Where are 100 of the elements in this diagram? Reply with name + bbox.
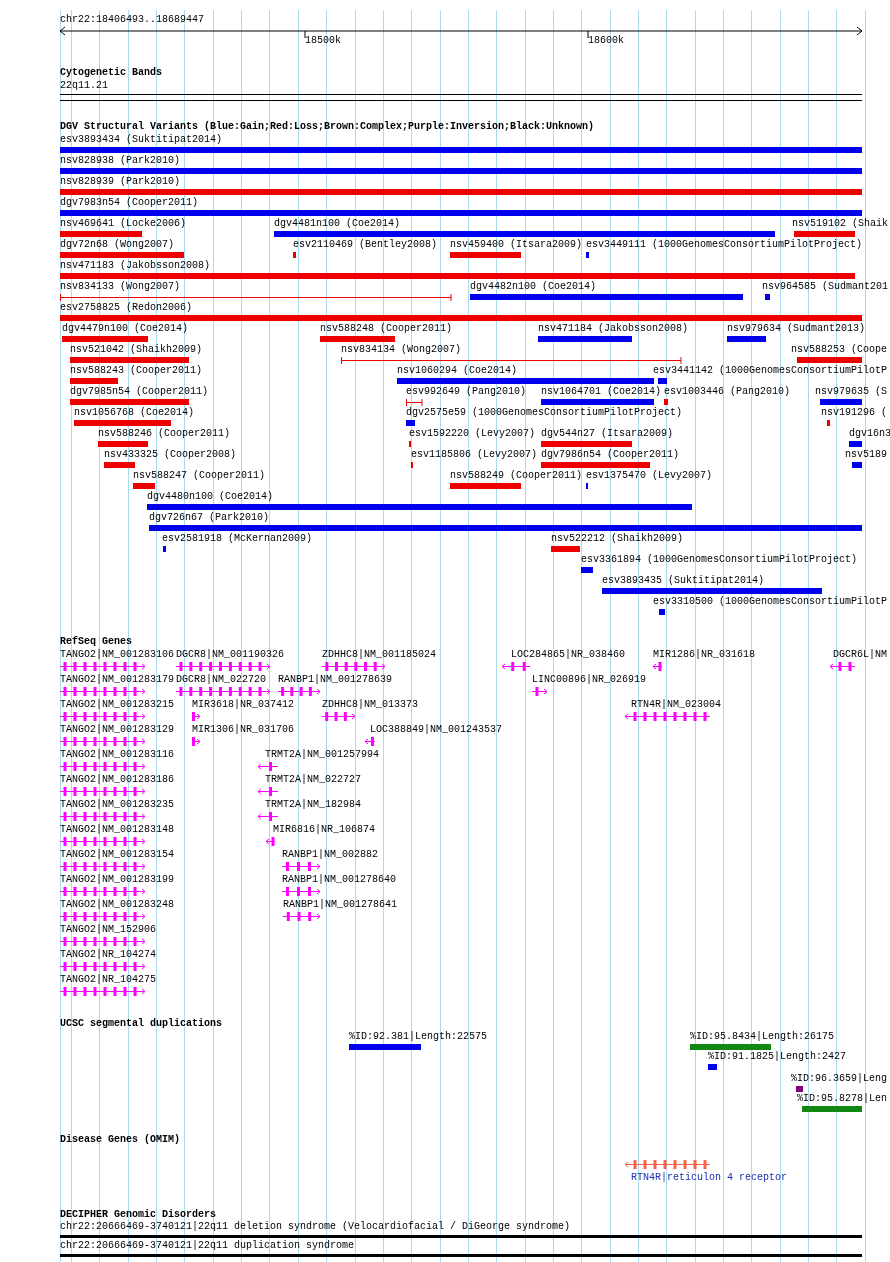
feature-label: dgv544n27 (Itsara2009)	[541, 428, 674, 440]
scale-tick-label: 18500k	[305, 35, 341, 47]
gene-label: TANGO2|NM_001283235	[60, 799, 175, 811]
feature-label: dgv7986n54 (Cooper2011)	[541, 449, 680, 461]
feature-label: nsv588243 (Cooper2011)	[70, 365, 203, 377]
gene-label: MIR6816|NR_106874	[273, 824, 376, 836]
feature-label: nsv828938 (Park2010)	[60, 155, 181, 167]
gene-label: TANGO2|NM_001283199	[60, 874, 175, 886]
feature-label: esv1592220 (Levy2007)	[409, 428, 536, 440]
feature-label: nsv1064701 (Coe2014)	[541, 386, 662, 398]
gene-label: TANGO2|NM_152906	[60, 924, 156, 936]
gene-label: LOC388849|NM_001243537	[370, 724, 503, 736]
gene-label: ZDHHC8|NM_013373	[322, 699, 418, 711]
feature-label: nsv979634 (Sudmant2013)	[727, 323, 866, 335]
feature-label: nsv5189	[845, 449, 887, 461]
feature-label: dgv726n67 (Park2010)	[149, 512, 270, 524]
gene-label: MIR1286|NR_031618	[653, 649, 756, 661]
feature-label: nsv588246 (Cooper2011)	[98, 428, 231, 440]
feature-label: nsv469641 (Locke2006)	[60, 218, 187, 230]
gene-label: DGCR6L|NM	[833, 649, 887, 661]
gene-label: LOC284865|NR_038460	[511, 649, 626, 661]
feature-label: dgv4479n100 (Coe2014)	[62, 323, 189, 335]
gene-label: TANGO2|NM_001283186	[60, 774, 175, 786]
feature-label: esv3893435 (Suktitipat2014)	[602, 575, 765, 587]
feature-label: nsv471183 (Jakobsson2008)	[60, 260, 211, 272]
gene-label: RANBP1|NM_001278639	[278, 674, 393, 686]
feature-label: %ID:96.3659|Leng	[791, 1073, 887, 1085]
gene-label: RTN4R|NM_023004	[631, 699, 721, 711]
feature-label: nsv433325 (Cooper2008)	[104, 449, 237, 461]
feature-label: esv2758825 (Redon2006)	[60, 302, 193, 314]
disorder-label: chr22:20666469-3740121|22q11 duplication syndrome	[60, 1240, 355, 1252]
feature-label: nsv521042 (Shaikh2009)	[70, 344, 203, 356]
feature-label: %ID:95.8278|Len	[797, 1093, 887, 1105]
feature-label: dgv7983n54 (Cooper2011)	[60, 197, 199, 209]
feature-label: esv2581918 (McKernan2009)	[162, 533, 313, 545]
feature-label: esv2110469 (Bentley2008)	[293, 239, 438, 251]
track-heading: Disease Genes (OMIM)	[60, 1134, 181, 1146]
feature-label: nsv1056768 (Coe2014)	[74, 407, 195, 419]
gene-label: TANGO2|NM_001283116	[60, 749, 175, 761]
feature-label: %ID:91.1825|Length:2427	[708, 1051, 847, 1063]
feature-label: nsv979635 (S	[815, 386, 887, 398]
gene-label: RTN4R|reticulon 4 receptor	[631, 1172, 788, 1184]
feature-label: %ID:95.8434|Length:26175	[690, 1031, 835, 1043]
gene-label: TANGO2|NM_001283129	[60, 724, 175, 736]
band-label: 22q11.21	[60, 80, 108, 92]
gene-label: TRMT2A|NM_001257994	[265, 749, 380, 761]
feature-label: %ID:92.381|Length:22575	[349, 1031, 488, 1043]
feature-label: nsv588247 (Cooper2011)	[133, 470, 266, 482]
feature-label: dgv4480n100 (Coe2014)	[147, 491, 274, 503]
feature-label: dgv4482n100 (Coe2014)	[470, 281, 597, 293]
scale-tick-label: 18600k	[588, 35, 624, 47]
feature-label: nsv588249 (Cooper2011)	[450, 470, 583, 482]
gene-label: TANGO2|NM_001283154	[60, 849, 175, 861]
feature-label: esv3893434 (Suktitipat2014)	[60, 134, 223, 146]
feature-label: nsv834134 (Wong2007)	[341, 344, 462, 356]
gene-label: TANGO2|NM_001283179	[60, 674, 175, 686]
feature-label: esv3310500 (1000GenomesConsortiumPilotP	[653, 596, 888, 608]
gene-label: RANBP1|NM_001278641	[283, 899, 398, 911]
feature-label: nsv459400 (Itsara2009)	[450, 239, 583, 251]
gene-label: ZDHHC8|NM_001185024	[322, 649, 437, 661]
gene-label: TANGO2|NR_104274	[60, 949, 156, 961]
gene-label: RANBP1|NM_002882	[282, 849, 378, 861]
feature-label: nsv522212 (Shaikh2009)	[551, 533, 684, 545]
gene-label: TANGO2|NM_001283106	[60, 649, 175, 661]
feature-label: nsv588253 (Coope	[791, 344, 887, 356]
feature-label: dgv2575e59 (1000GenomesConsortiumPilotProject)	[406, 407, 683, 419]
feature-label: nsv1060294 (Coe2014)	[397, 365, 518, 377]
feature-label: esv1003446 (Pang2010)	[664, 386, 791, 398]
gene-label: TRMT2A|NM_182984	[265, 799, 361, 811]
track-heading: DGV Structural Variants (Blue:Gain;Red:Loss;Brown:Complex;Purple:Inversion;Black:Unknown)	[60, 121, 595, 133]
track-heading: Cytogenetic Bands	[60, 67, 163, 79]
feature-label: nsv588248 (Cooper2011)	[320, 323, 453, 335]
feature-label: dgv4481n100 (Coe2014)	[274, 218, 401, 230]
feature-label: esv3441142 (1000GenomesConsortiumPilotP	[653, 365, 888, 377]
feature-label: nsv519102 (Shaik	[792, 218, 888, 230]
feature-label: nsv191296 (	[821, 407, 887, 419]
gene-label: TANGO2|NR_104275	[60, 974, 156, 986]
track-heading: UCSC segmental duplications	[60, 1018, 223, 1030]
feature-label: esv3449111 (1000GenomesConsortiumPilotProject)	[586, 239, 863, 251]
gene-label: TANGO2|NM_001283215	[60, 699, 175, 711]
feature-label: nsv964585 (Sudmant201	[762, 281, 889, 293]
feature-label: dgv72n68 (Wong2007)	[60, 239, 175, 251]
gene-label: DGCR8|NM_001190326	[176, 649, 285, 661]
gene-label: RANBP1|NM_001278640	[282, 874, 397, 886]
gene-label: TANGO2|NM_001283248	[60, 899, 175, 911]
gene-label: MIR1306|NR_031706	[192, 724, 295, 736]
track-heading: RefSeq Genes	[60, 636, 132, 648]
gene-label: DGCR8|NM_022720	[176, 674, 266, 686]
feature-label: nsv471184 (Jakobsson2008)	[538, 323, 689, 335]
feature-label: esv1375470 (Levy2007)	[586, 470, 713, 482]
disorder-label: chr22:20666469-3740121|22q11 deletion syndrome (Velocardiofacial / DiGeorge syndrome)	[60, 1221, 571, 1233]
feature-label: esv3361894 (1000GenomesConsortiumPilotProject)	[581, 554, 858, 566]
feature-label: dgv7985n54 (Cooper2011)	[70, 386, 209, 398]
region-label: chr22:18406493..18689447	[60, 14, 205, 26]
feature-label: nsv828939 (Park2010)	[60, 176, 181, 188]
feature-label: esv1185806 (Levy2007)	[411, 449, 538, 461]
feature-label: esv992649 (Pang2010)	[406, 386, 527, 398]
track-heading: DECIPHER Genomic Disorders	[60, 1209, 217, 1221]
gene-label: TANGO2|NM_001283148	[60, 824, 175, 836]
gene-label: TRMT2A|NM_022727	[265, 774, 361, 786]
